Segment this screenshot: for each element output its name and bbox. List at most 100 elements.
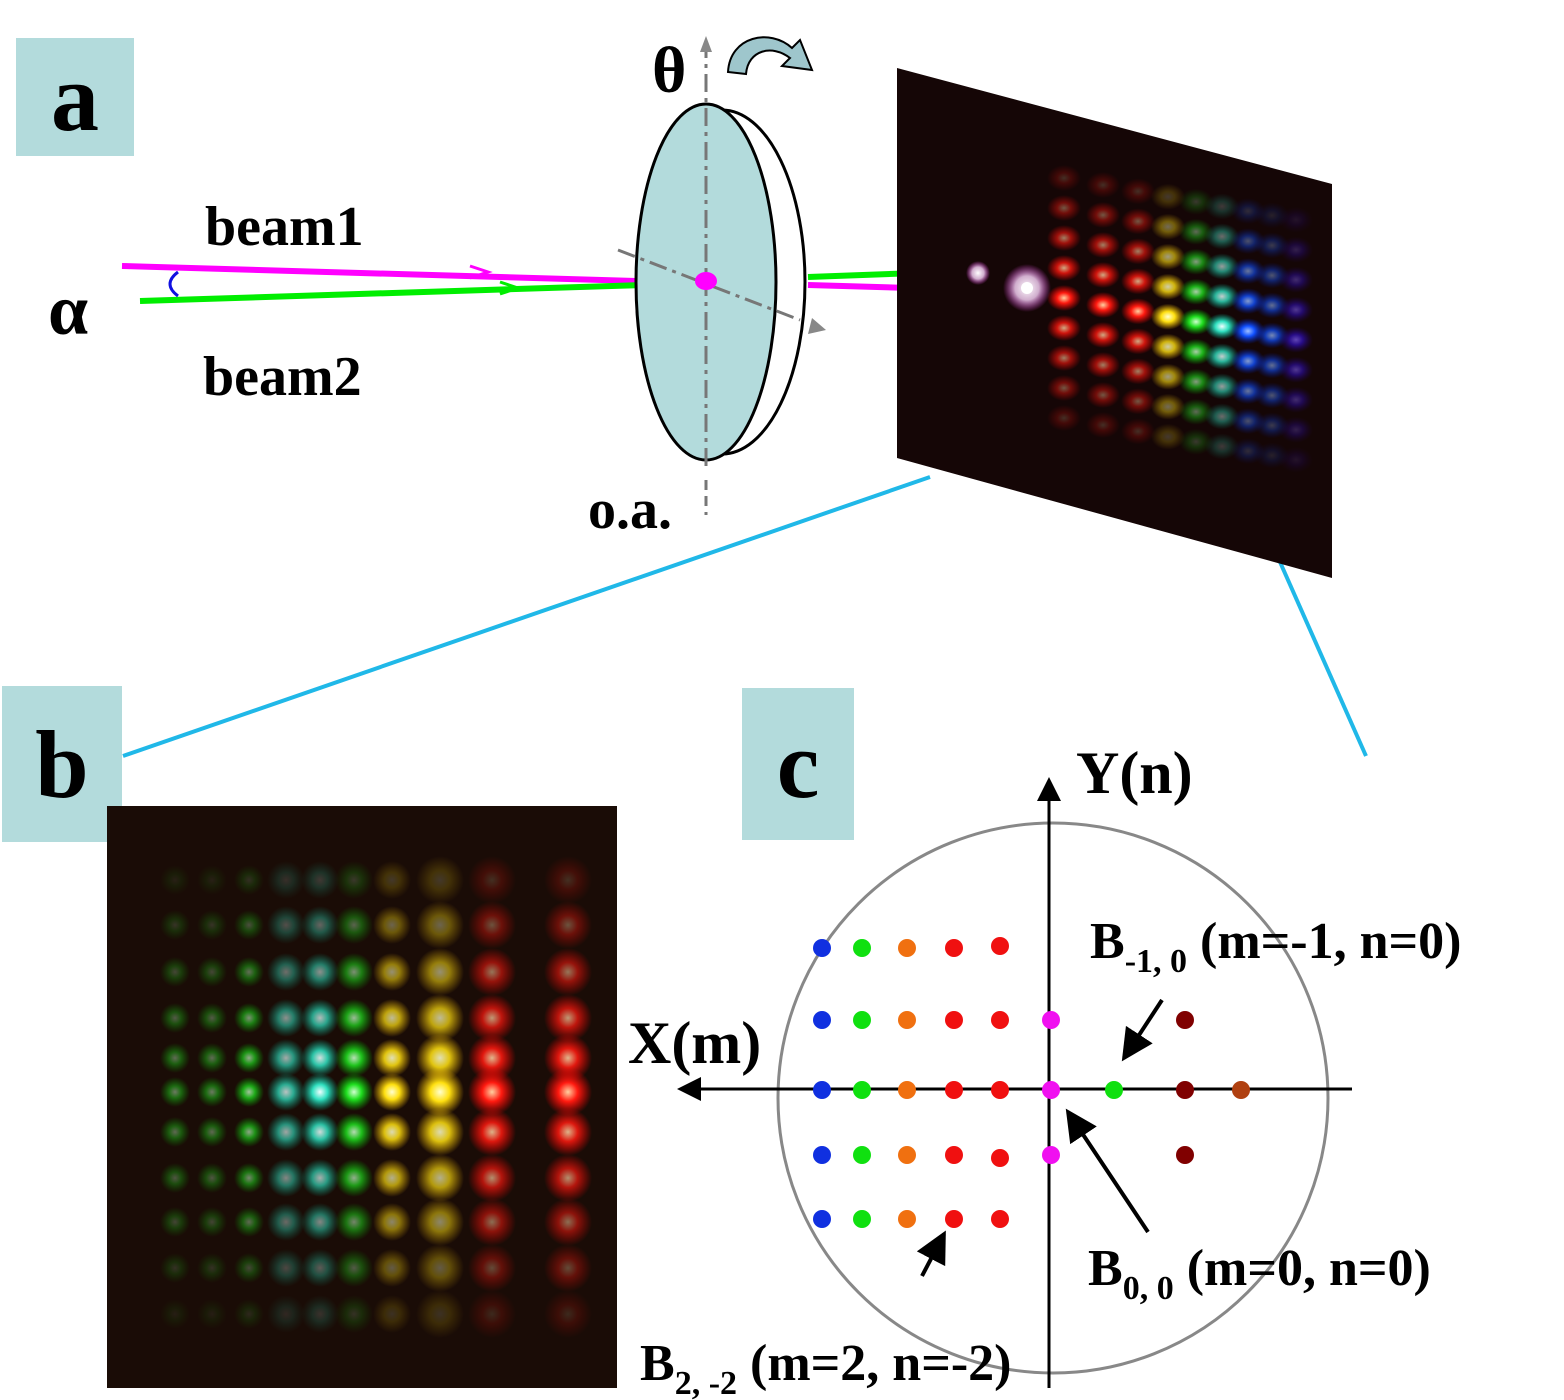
detection-screen xyxy=(897,68,1332,578)
diffraction-spot xyxy=(267,1039,305,1077)
diffraction-spot xyxy=(416,856,464,904)
screen-spot xyxy=(1121,358,1155,385)
diffraction-spot xyxy=(197,1077,227,1107)
lattice-dot xyxy=(991,1210,1009,1228)
diffraction-spot xyxy=(468,1034,516,1082)
lattice-dot xyxy=(813,1146,831,1164)
diffraction-spot xyxy=(234,1163,264,1193)
screen-spot xyxy=(1151,273,1185,300)
screen-spot xyxy=(1086,292,1120,319)
x-axis-label: X(m) xyxy=(628,1010,761,1076)
diffraction-spot xyxy=(468,948,516,996)
screen-spot xyxy=(1086,412,1120,439)
diffraction-spot xyxy=(544,856,592,904)
diffraction-spot xyxy=(335,861,373,899)
screen-spot xyxy=(1205,223,1239,250)
diffraction-spot xyxy=(197,1043,227,1073)
beam1-label: beam1 xyxy=(205,196,364,258)
panel-b-photograph xyxy=(107,806,617,1388)
beam1-incoming xyxy=(121,263,707,286)
beam2-incoming xyxy=(139,280,707,304)
diffraction-spot xyxy=(267,1249,305,1287)
diffraction-spot xyxy=(544,1068,592,1116)
screen-spot xyxy=(1121,328,1155,355)
diffraction-spot xyxy=(234,1117,264,1147)
diffraction-spot xyxy=(373,1159,411,1197)
screen-spot xyxy=(1086,262,1120,289)
screen-spot xyxy=(1121,268,1155,295)
diffraction-spot xyxy=(160,1163,190,1193)
screen-spot xyxy=(1151,423,1185,450)
lattice-dot xyxy=(813,1081,831,1099)
diffraction-spot xyxy=(160,1207,190,1237)
lattice-dot xyxy=(853,939,871,957)
diffraction-spot xyxy=(335,906,373,944)
screen-spot xyxy=(1151,303,1185,330)
diffraction-spot xyxy=(468,1108,516,1156)
diffraction-spot xyxy=(197,1253,227,1283)
lattice-dot xyxy=(853,1210,871,1228)
lattice-dot xyxy=(898,1146,916,1164)
lattice-dot xyxy=(1176,1011,1194,1029)
screen-spot xyxy=(1086,232,1120,259)
screen-spot xyxy=(1279,416,1313,443)
lattice-dot xyxy=(898,939,916,957)
diffraction-spot xyxy=(373,1073,411,1111)
screen-spot xyxy=(1086,382,1120,409)
diffraction-spot xyxy=(160,957,190,987)
lattice-dot xyxy=(945,1011,963,1029)
diffraction-spot xyxy=(301,861,339,899)
diffraction-spot xyxy=(197,910,227,940)
panel-a-tag: a xyxy=(16,38,134,156)
diffraction-spot xyxy=(301,1159,339,1197)
lattice-dot xyxy=(813,939,831,957)
screen-spot xyxy=(1121,388,1155,415)
rotation-arrow-icon xyxy=(726,36,814,76)
pointer-arrow-b-1-0 xyxy=(1121,998,1164,1062)
diffraction-spot xyxy=(160,1117,190,1147)
y-axis-label: Y(n) xyxy=(1076,740,1193,806)
diffraction-spot xyxy=(335,1295,373,1333)
diffraction-spot xyxy=(197,865,227,895)
diffraction-spot xyxy=(544,1034,592,1082)
screen-spot xyxy=(1179,188,1213,215)
diffraction-spot xyxy=(335,1039,373,1077)
beam2-label: beam2 xyxy=(203,346,362,408)
diffraction-spot xyxy=(234,957,264,987)
screen-spot xyxy=(1086,172,1120,199)
diffraction-spot xyxy=(301,906,339,944)
diffraction-spot xyxy=(335,1159,373,1197)
diffraction-spot xyxy=(301,1039,339,1077)
diffraction-spot xyxy=(267,1159,305,1197)
diffraction-spot xyxy=(335,1249,373,1287)
diffraction-spot xyxy=(544,994,592,1042)
screen-spot xyxy=(1279,446,1313,473)
diffraction-spot xyxy=(267,1203,305,1241)
lattice-dot xyxy=(853,1081,871,1099)
screen-spot xyxy=(1179,278,1213,305)
crystal-plate xyxy=(617,36,826,515)
screen-spot xyxy=(1047,255,1081,281)
lattice-dot xyxy=(1042,1081,1060,1099)
diffraction-spot xyxy=(544,1244,592,1292)
screen-spot xyxy=(1279,356,1313,383)
screen-spot xyxy=(1047,345,1081,371)
lattice-dot xyxy=(991,1081,1009,1099)
screen-spot xyxy=(1086,202,1120,229)
diffraction-spot xyxy=(468,856,516,904)
diffraction-spot xyxy=(468,1290,516,1338)
diffraction-spot xyxy=(234,1253,264,1283)
diffraction-spot xyxy=(468,1154,516,1202)
diffraction-spot xyxy=(197,1117,227,1147)
diffraction-spot xyxy=(544,1108,592,1156)
pointer-arrow-b-2-m2 xyxy=(916,1230,946,1277)
lattice-dot xyxy=(945,939,963,957)
screen-spot xyxy=(1047,315,1081,341)
diffraction-spot xyxy=(544,1154,592,1202)
screen-spot xyxy=(1205,253,1239,280)
diffraction-spot xyxy=(335,1073,373,1111)
diffraction-spot xyxy=(416,1290,464,1338)
diffraction-spot xyxy=(416,948,464,996)
screen-spot xyxy=(1151,243,1185,270)
diffraction-spot xyxy=(197,1207,227,1237)
